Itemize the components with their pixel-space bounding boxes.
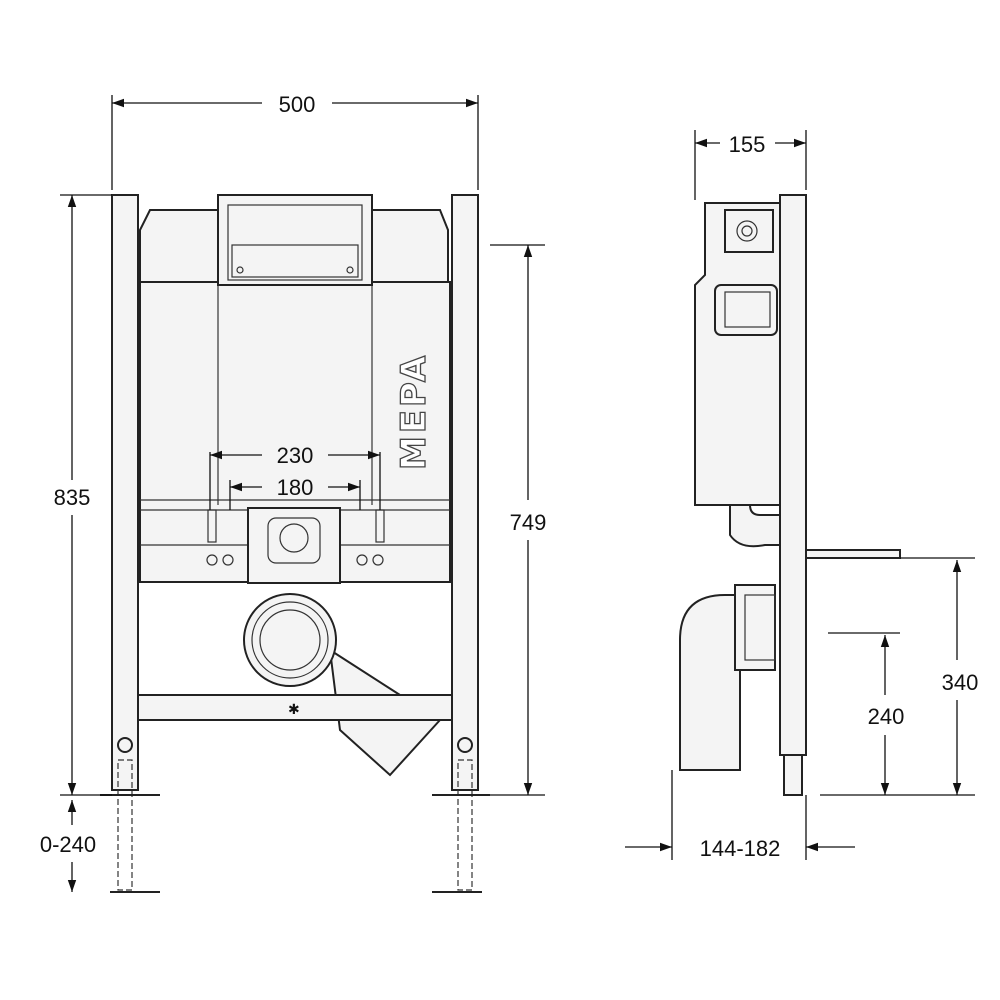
front-view: MEPA ✱ 500 (40, 92, 547, 893)
right-foot (432, 759, 490, 893)
dim-pipe-height: 340 (942, 670, 979, 695)
waste-pipe (243, 593, 337, 687)
dim-outlet-height: 240 (868, 704, 905, 729)
left-post (111, 194, 139, 791)
side-view: 155 340 240 144-182 (625, 130, 978, 861)
dim-inner-spacing: 180 (277, 475, 314, 500)
dim-depth: 155 (729, 132, 766, 157)
mepa-logo: MEPA (394, 353, 434, 470)
dim-width: 500 (279, 92, 316, 117)
dim-height: 835 (54, 485, 91, 510)
cistern-lid (217, 194, 373, 286)
svg-text:✱: ✱ (288, 701, 300, 717)
bottom-crossbar (137, 694, 453, 721)
dim-wall-distance: 144-182 (700, 836, 781, 861)
side-plate (779, 194, 807, 756)
dim-feet-adjust: 0-240 (40, 832, 96, 857)
dim-outer-spacing: 230 (277, 443, 314, 468)
right-post (451, 194, 479, 791)
dim-height-inner: 749 (510, 510, 547, 535)
